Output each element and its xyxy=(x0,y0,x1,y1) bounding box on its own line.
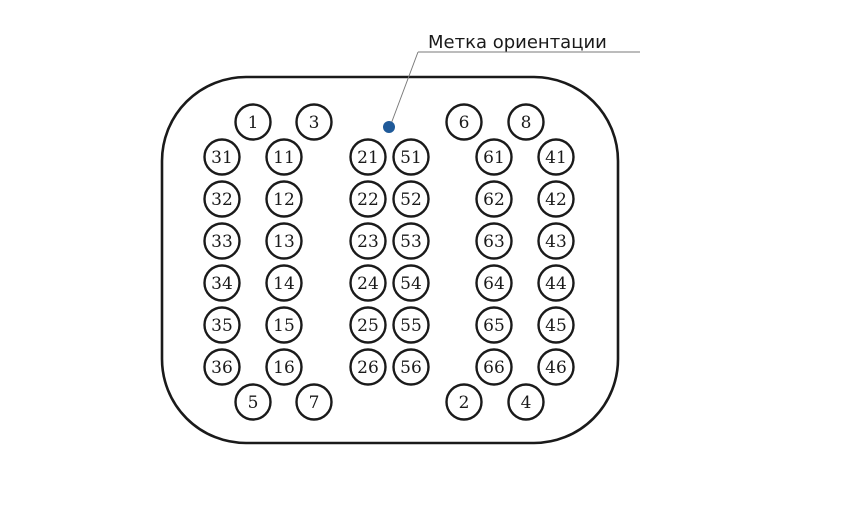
pin-22-circle xyxy=(349,180,387,218)
pin-14-label: 14 xyxy=(273,274,295,294)
pin-12-label: 12 xyxy=(273,190,295,210)
pin-14-circle xyxy=(265,264,303,302)
pin-62-circle xyxy=(475,180,513,218)
pin-23-label: 23 xyxy=(357,232,379,252)
pin-16-circle xyxy=(265,348,303,386)
pin-41-label: 41 xyxy=(545,148,567,168)
pin-2-circle xyxy=(445,383,483,421)
pin-64-circle xyxy=(475,264,513,302)
pin-62-label: 62 xyxy=(483,190,505,210)
pin-1-circle xyxy=(234,103,272,141)
pin-52-circle xyxy=(392,180,430,218)
pin-42-label: 42 xyxy=(545,190,567,210)
pin-2-label: 2 xyxy=(459,393,470,413)
pin-55-label: 55 xyxy=(400,316,422,336)
pin-15-label: 15 xyxy=(273,316,295,336)
pin-63-label: 63 xyxy=(483,232,505,252)
pin-34-circle xyxy=(203,264,241,302)
pin-63-circle xyxy=(475,222,513,260)
pin-46-circle xyxy=(537,348,575,386)
pin-32-circle xyxy=(203,180,241,218)
pin-31-label: 31 xyxy=(211,148,233,168)
pin-44-circle xyxy=(537,264,575,302)
pin-5-label: 5 xyxy=(248,393,259,413)
pin-21-circle xyxy=(349,138,387,176)
pin-1-label: 1 xyxy=(248,113,259,133)
pin-24-label: 24 xyxy=(357,274,379,294)
pin-53-circle xyxy=(392,222,430,260)
pin-35-circle xyxy=(203,306,241,344)
pin-35-label: 35 xyxy=(211,316,233,336)
pin-3-circle xyxy=(295,103,333,141)
pin-7-circle xyxy=(295,383,333,421)
pin-56-circle xyxy=(392,348,430,386)
pin-4-circle xyxy=(507,383,545,421)
pin-6-circle xyxy=(445,103,483,141)
pin-65-label: 65 xyxy=(483,316,505,336)
pin-26-label: 26 xyxy=(357,358,379,378)
pin-16-label: 16 xyxy=(273,358,295,378)
pin-45-circle xyxy=(537,306,575,344)
pin-13-label: 13 xyxy=(273,232,295,252)
pin-61-circle xyxy=(475,138,513,176)
pin-51-circle xyxy=(392,138,430,176)
pin-23-circle xyxy=(349,222,387,260)
pin-13-circle xyxy=(265,222,303,260)
pin-52-label: 52 xyxy=(400,190,422,210)
pin-42-circle xyxy=(537,180,575,218)
pin-46-label: 46 xyxy=(545,358,567,378)
pin-6-label: 6 xyxy=(459,113,470,133)
pin-41-circle xyxy=(537,138,575,176)
pin-54-circle xyxy=(392,264,430,302)
pin-24-circle xyxy=(349,264,387,302)
pin-44-label: 44 xyxy=(545,274,567,294)
pin-11-circle xyxy=(265,138,303,176)
pin-34-label: 34 xyxy=(211,274,233,294)
pin-5-circle xyxy=(234,383,272,421)
pin-12-circle xyxy=(265,180,303,218)
pin-53-label: 53 xyxy=(400,232,422,252)
pin-65-circle xyxy=(475,306,513,344)
pin-32-label: 32 xyxy=(211,190,233,210)
pin-4-label: 4 xyxy=(521,393,532,413)
pin-64-label: 64 xyxy=(483,274,505,294)
pin-51-label: 51 xyxy=(400,148,422,168)
pin-25-label: 25 xyxy=(357,316,379,336)
pin-33-label: 33 xyxy=(211,232,233,252)
pin-3-label: 3 xyxy=(309,113,320,133)
pin-54-label: 54 xyxy=(400,274,422,294)
pin-8-label: 8 xyxy=(521,113,532,133)
pin-43-label: 43 xyxy=(545,232,567,252)
pin-56-label: 56 xyxy=(400,358,422,378)
pin-61-label: 61 xyxy=(483,148,505,168)
pin-22-label: 22 xyxy=(357,190,379,210)
pin-21-label: 21 xyxy=(357,148,379,168)
pin-8-circle xyxy=(507,103,545,141)
pin-45-label: 45 xyxy=(545,316,567,336)
pin-15-circle xyxy=(265,306,303,344)
pin-26-circle xyxy=(349,348,387,386)
pin-66-label: 66 xyxy=(483,358,505,378)
pin-66-circle xyxy=(475,348,513,386)
pin-33-circle xyxy=(203,222,241,260)
pin-55-circle xyxy=(392,306,430,344)
connector-housing xyxy=(160,75,620,445)
pin-31-circle xyxy=(203,138,241,176)
pin-36-label: 36 xyxy=(211,358,233,378)
pin-43-circle xyxy=(537,222,575,260)
pin-25-circle xyxy=(349,306,387,344)
pin-7-label: 7 xyxy=(309,393,320,413)
pin-36-circle xyxy=(203,348,241,386)
callout-leader-line xyxy=(390,51,419,125)
orientation-marker xyxy=(383,121,395,133)
callout-label: Метка ориентации xyxy=(428,32,607,53)
pin-11-label: 11 xyxy=(273,148,295,168)
